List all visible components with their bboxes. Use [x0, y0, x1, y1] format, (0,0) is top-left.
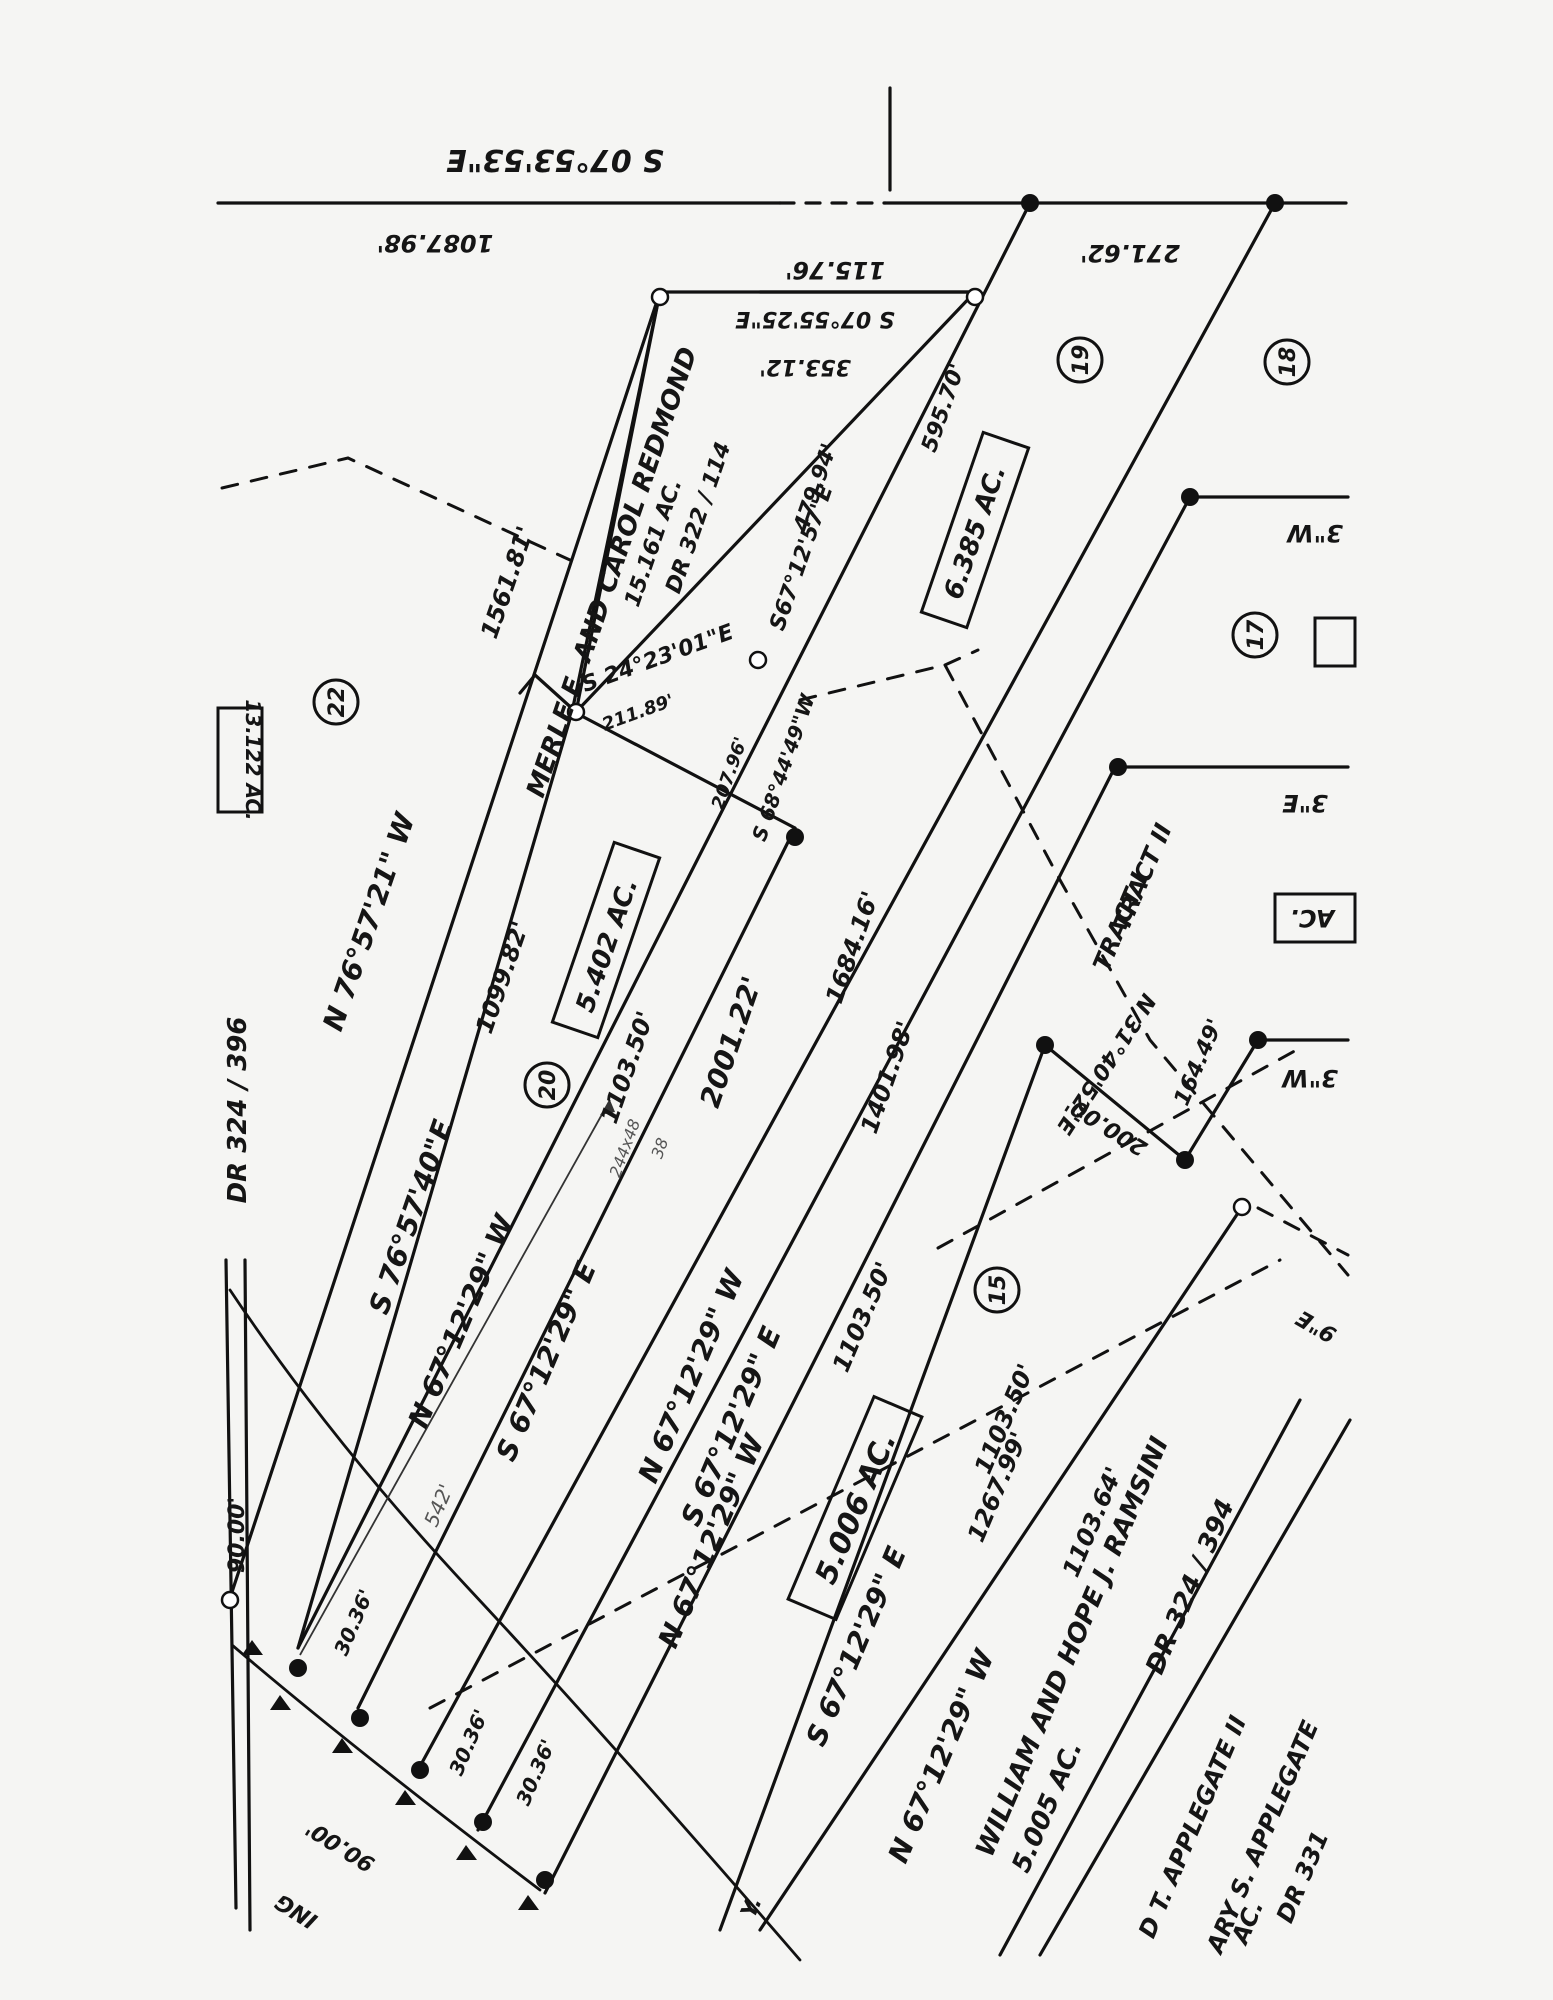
label-90-00-b: 90.00'	[225, 1497, 250, 1573]
dashed-boundary-22	[220, 456, 572, 562]
triangle-left	[574, 290, 662, 714]
road-marker	[456, 1845, 477, 1860]
road-marker	[518, 1895, 539, 1910]
label-353-12: 353.12'	[759, 354, 851, 379]
applegate-line-2	[1038, 1418, 1352, 1957]
dashed-tract-line	[798, 663, 1350, 1277]
dashed-short	[943, 648, 980, 667]
corner-pin	[1266, 194, 1284, 212]
road-curve	[228, 1288, 802, 1962]
dashed-upper	[936, 1046, 1302, 1250]
corner-pin	[289, 1659, 307, 1677]
lot15-line	[718, 1043, 1047, 1932]
area-box-6385	[919, 430, 1031, 630]
corner-pin	[786, 828, 804, 846]
label-top-bearing: S 07°53'53"E	[446, 142, 664, 177]
road-marker	[242, 1640, 263, 1655]
corner-pin	[351, 1709, 369, 1727]
lot-circle-15	[973, 1266, 1021, 1314]
open-pin	[748, 650, 768, 670]
road-curve-lower	[230, 1643, 542, 1892]
road-marker	[270, 1695, 291, 1710]
tract-line-164	[1183, 1038, 1260, 1162]
corner-pin	[1021, 194, 1039, 212]
area-box-13122	[216, 706, 264, 814]
road-marker	[395, 1790, 416, 1805]
lot20-west-line	[296, 710, 574, 1650]
label-271-62: 271.62'	[1080, 239, 1180, 267]
open-pin	[220, 1590, 240, 1610]
corner-pin	[536, 1871, 554, 1889]
lot-circle-19	[1056, 336, 1104, 384]
area-box-ac-edge	[1273, 892, 1357, 944]
corner-pin	[474, 1813, 492, 1831]
corner-pin	[1176, 1151, 1194, 1169]
lot22-east-line	[230, 290, 662, 1594]
label-edge-3e: 3"E	[1282, 789, 1328, 817]
lot20-south-line	[356, 826, 797, 1710]
lot18-west-line	[476, 495, 1192, 1832]
corner-pin	[1249, 1031, 1267, 1049]
open-pin	[965, 287, 985, 307]
arrow-head	[600, 1100, 615, 1115]
dashed-right	[1256, 1206, 1350, 1257]
ramsini-line	[758, 1205, 1244, 1932]
open-pin	[566, 702, 586, 722]
corner-pin	[1109, 758, 1127, 776]
label-13122-ac: 13.122 AC.	[241, 699, 265, 820]
tract-line-200	[1043, 1043, 1187, 1162]
label-lot-17: 17	[1244, 619, 1269, 650]
lot-circle-22	[312, 678, 360, 726]
triangle-right	[574, 290, 977, 714]
label-1087-98: 1087.98'	[377, 229, 494, 257]
corner-pin	[1036, 1036, 1054, 1054]
lot17-line	[543, 765, 1117, 1895]
applegate-line	[998, 1398, 1302, 1957]
area-box-edge	[1313, 616, 1357, 668]
label-edge-3w-b: 3"W	[1281, 1064, 1338, 1092]
arrow-annotation-line	[299, 1099, 611, 1656]
label-edge-3w-a: 3"W	[1286, 519, 1343, 547]
left-boundary-2	[243, 1258, 252, 1932]
lot-circle-20	[523, 1061, 571, 1109]
corner-pin	[1181, 488, 1199, 506]
label-lot-22: 22	[325, 687, 350, 718]
label-dr-324-396: DR 324 / 396	[223, 1017, 253, 1204]
corner-pin	[411, 1761, 429, 1779]
lot-circle-17	[1231, 611, 1279, 659]
road-marker	[332, 1738, 353, 1753]
left-boundary	[224, 1258, 238, 1910]
lot-circle-18	[1263, 338, 1311, 386]
label-lot-20: 20	[536, 1070, 561, 1101]
open-pin	[1232, 1197, 1252, 1217]
open-pin	[650, 287, 670, 307]
area-box-5006	[786, 1394, 924, 1622]
area-box-5402	[550, 840, 662, 1040]
lot19-west-line	[296, 201, 1032, 1650]
label-lot-18: 18	[1276, 347, 1301, 378]
label-lot-15: 15	[986, 1275, 1011, 1306]
lot20-diagonal	[574, 711, 797, 830]
label-115-76: 115.76'	[785, 256, 885, 284]
lot19-east-line	[416, 201, 1277, 1772]
triangle-short-2	[518, 673, 537, 695]
label-edge-ac: AC.	[1290, 904, 1337, 932]
label-s0755: S 07°55'25"E	[735, 306, 895, 331]
label-lot-19: 19	[1069, 345, 1094, 376]
dashed-diagonal	[428, 1258, 1282, 1710]
